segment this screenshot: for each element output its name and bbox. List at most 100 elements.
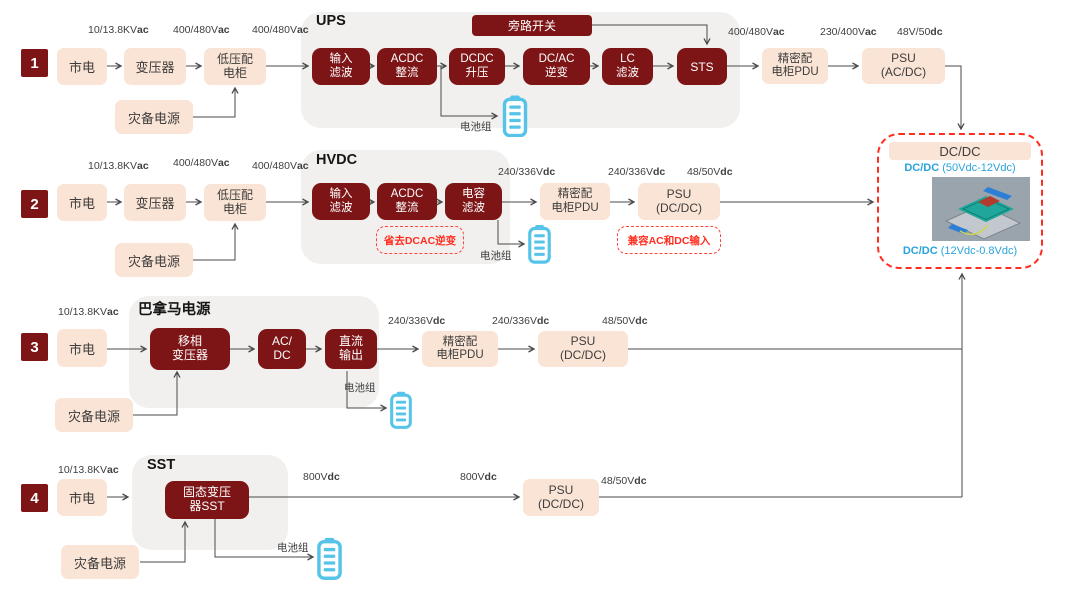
row2-voltage-psu: 48/50Vdc <box>687 166 733 178</box>
row4-backup-box: 灾备电源 <box>61 545 139 579</box>
row2-voltage-out: 240/336Vdc <box>498 166 555 178</box>
voltage-value: 240/336V <box>492 315 537 327</box>
voltage-value: 230/400V <box>820 26 865 38</box>
row1-battery-label: 电池组 <box>460 121 492 133</box>
row3-voltage-grid: 10/13.8KVac <box>58 306 119 318</box>
voltage-unit: dc <box>542 166 556 178</box>
row2-voltage-lv: 400/480Vac <box>252 160 309 172</box>
voltage-unit: ac <box>107 464 119 476</box>
row3-battery <box>390 391 412 434</box>
voltage-unit: ac <box>137 160 149 172</box>
row1-utility-box: 市电 <box>57 48 107 85</box>
voltage-value: 400/480V <box>728 26 773 38</box>
voltage-value: 400/480V <box>252 24 297 36</box>
battery-icon <box>502 95 528 138</box>
row4-utility-box: 市电 <box>57 479 107 516</box>
row4-voltage-out: 800Vdc <box>303 471 340 483</box>
row2-voltage-grid: 10/13.8KVac <box>88 160 149 172</box>
dcdc-stage2-range: (12Vdc-0.8Vdc) <box>940 245 1018 257</box>
row4-voltage-mid: 800Vdc <box>460 471 497 483</box>
dcdc-stage1-range: (50Vdc-12Vdc) <box>942 162 1016 174</box>
row2-battery <box>528 224 551 269</box>
row3-block-phase-shift-transformer: 移相 变压器 <box>150 328 230 370</box>
row3-number-badge: 3 <box>21 333 48 361</box>
row2-backup-box: 灾备电源 <box>115 243 193 277</box>
row2-note-ac-dc-input: 兼容AC和DC输入 <box>617 226 721 254</box>
voltage-value: 400/480V <box>173 157 218 169</box>
row2-block-cap-filter: 电容 滤波 <box>445 183 502 220</box>
row2-utility-box: 市电 <box>57 184 107 221</box>
row4-psu-box: PSU (DC/DC) <box>523 479 599 516</box>
row1-voltage-out: 400/480Vac <box>728 26 785 38</box>
voltage-value: 48/50V <box>687 166 721 178</box>
row4-voltage-grid: 10/13.8KVac <box>58 464 119 476</box>
voltage-value: 48V/50 <box>897 26 931 38</box>
voltage-value: 240/336V <box>498 166 543 178</box>
dcdc-stage1-label: DC/DC (50Vdc-12Vdc) <box>879 162 1041 174</box>
battery-icon <box>390 391 412 429</box>
voltage-unit: dc <box>432 315 446 327</box>
row3-pdu-box: 精密配 电柜PDU <box>422 331 498 367</box>
voltage-unit: dc <box>536 315 550 327</box>
voltage-unit: ac <box>296 160 309 172</box>
row2-pdu-box: 精密配 电柜PDU <box>540 183 610 220</box>
voltage-unit: ac <box>864 26 877 38</box>
row3-voltage-pdu: 240/336Vdc <box>492 315 549 327</box>
voltage-value: 400/480V <box>252 160 297 172</box>
row3-battery-label: 电池组 <box>344 382 376 394</box>
row1-transformer-box: 变压器 <box>124 48 186 85</box>
row3-utility-box: 市电 <box>57 329 107 367</box>
row2-number-badge: 2 <box>21 190 48 218</box>
row1-voltage-psu: 48V/50dc <box>897 26 943 38</box>
row2-group-title: HVDC <box>316 152 358 168</box>
row1-block-dcdc-boost: DCDC 升压 <box>449 48 505 85</box>
row1-psu-box: PSU (AC/DC) <box>862 48 945 84</box>
row1-block-dcac-inverter: DC/AC 逆变 <box>523 48 590 85</box>
voltage-unit: ac <box>217 24 230 36</box>
voltage-value: 48/50V <box>601 475 635 487</box>
voltage-unit: ac <box>137 24 149 36</box>
row4-number-badge: 4 <box>21 484 48 512</box>
row1-backup-box: 灾备电源 <box>115 100 193 134</box>
voltage-unit: dc <box>652 166 666 178</box>
row2-voltage-transformer: 400/480Vac <box>173 157 230 169</box>
row3-group-title: 巴拿马电源 <box>138 302 211 318</box>
row2-battery-label: 电池组 <box>480 250 512 262</box>
row3-psu-box: PSU (DC/DC) <box>538 331 628 367</box>
row1-group-title: UPS <box>316 13 346 29</box>
dcdc-stage2-label: DC/DC (12Vdc-0.8Vdc) <box>879 245 1041 257</box>
voltage-unit: ac <box>772 26 785 38</box>
voltage-value: 10/13.8KV <box>88 160 138 172</box>
voltage-value: 240/336V <box>608 166 653 178</box>
voltage-value: 800V <box>303 471 328 483</box>
row2-block-acdc-rectifier: ACDC 整流 <box>377 183 437 220</box>
row4-battery <box>317 537 342 585</box>
row1-block-input-filter: 输入 滤波 <box>312 48 370 85</box>
dcdc-endpoint-title: DC/DC <box>889 142 1031 160</box>
row3-block-acdc: AC/ DC <box>258 329 306 369</box>
row1-voltage-transformer: 400/480Vac <box>173 24 230 36</box>
voltage-unit: dc <box>720 166 733 178</box>
battery-icon <box>317 537 342 580</box>
row1-voltage-pdu: 230/400Vac <box>820 26 877 38</box>
voltage-value: 48/50V <box>602 315 636 327</box>
dcdc-stage1-name: DC/DC <box>904 162 940 174</box>
row4-group-title: SST <box>147 457 176 473</box>
voltage-unit: ac <box>107 306 119 318</box>
voltage-value: 400/480V <box>173 24 218 36</box>
voltage-unit: dc <box>635 315 648 327</box>
voltage-value: 240/336V <box>388 315 433 327</box>
row2-lv-panel-box: 低压配 电柜 <box>204 184 266 221</box>
row1-voltage-grid: 10/13.8KVac <box>88 24 149 36</box>
row1-block-acdc-rectifier: ACDC 整流 <box>377 48 437 85</box>
voltage-value: 10/13.8KV <box>88 24 138 36</box>
row2-transformer-box: 变压器 <box>124 184 186 221</box>
voltage-value: 800V <box>460 471 485 483</box>
voltage-unit: dc <box>327 471 340 483</box>
battery-icon <box>528 224 551 264</box>
row1-bypass-switch-box: 旁路开关 <box>472 15 592 36</box>
row3-block-dc-output: 直流 输出 <box>325 329 377 369</box>
row1-block-lc-filter: LC 滤波 <box>602 48 653 85</box>
row4-voltage-psu: 48/50Vdc <box>601 475 647 487</box>
